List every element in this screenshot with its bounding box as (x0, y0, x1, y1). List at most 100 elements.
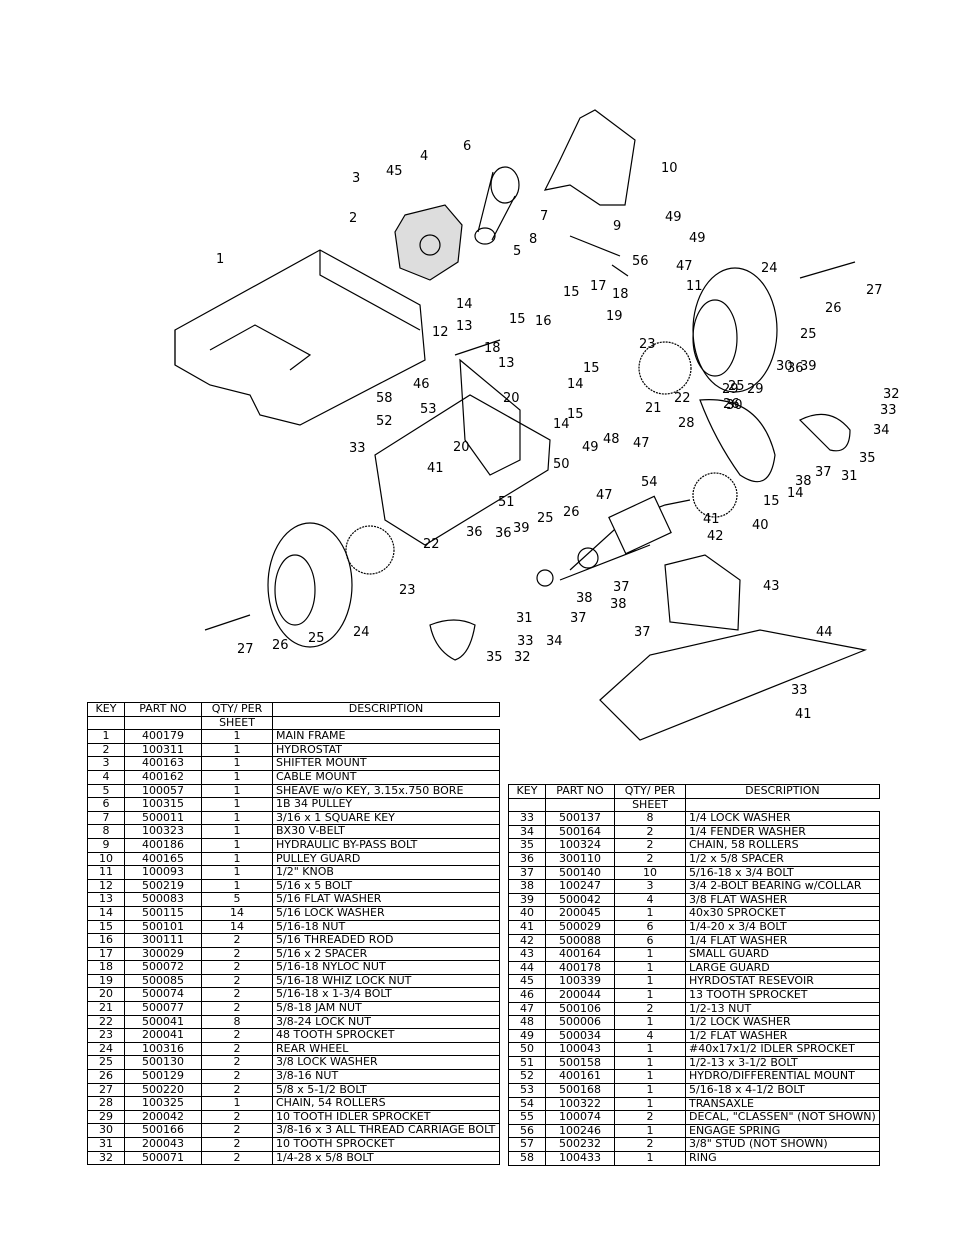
part-qty: 4 (614, 1028, 686, 1044)
callout-label: 24 (353, 625, 370, 640)
callout-label: 39 (513, 521, 530, 536)
col-qty-sub: SHEET (201, 715, 273, 731)
rear-wheel-right (692, 267, 778, 393)
callout-label: 15 (763, 494, 780, 509)
part-key: 27 (87, 1082, 125, 1098)
callout-label: 16 (535, 314, 552, 329)
part-key: 1 (87, 729, 125, 744)
part-qty: 2 (201, 1028, 273, 1043)
part-key: 32 (87, 1150, 125, 1166)
part-description: HYRDOSTAT RESEVOIR (685, 974, 880, 989)
part-description: 1/2-13 NUT (685, 1001, 880, 1017)
part-number: 100339 (545, 974, 615, 989)
part-number: 400186 (124, 837, 202, 853)
callout-label: 35 (859, 451, 876, 466)
col-description: DESCRIPTION (272, 702, 500, 717)
part-number: 100322 (545, 1096, 615, 1112)
callout-label: 45 (386, 164, 403, 179)
callout-label: 18 (612, 287, 629, 302)
col-desc-sub (686, 798, 880, 812)
callout-label: 39 (800, 359, 817, 374)
part-description: 1B 34 PULLEY (272, 797, 500, 812)
callout-label: 11 (686, 279, 703, 294)
part-key: 46 (508, 987, 546, 1003)
part-key: 4 (87, 769, 125, 785)
pulley (490, 166, 520, 204)
part-number: 400164 (545, 947, 615, 962)
part-description: 3/8 FLAT WASHER (685, 892, 880, 908)
part-description: 1/4 FLAT WASHER (685, 933, 880, 949)
callout-label: 40 (752, 518, 769, 533)
part-number: 500137 (545, 811, 615, 826)
part-qty: 1 (201, 742, 273, 758)
part-key: 15 (87, 919, 125, 935)
callout-label: 7 (540, 209, 548, 224)
part-key: 22 (87, 1014, 125, 1030)
part-description: 1/4 FENDER WASHER (685, 824, 880, 840)
table-subheader: SHEET (508, 797, 880, 813)
part-qty: 1 (201, 851, 273, 867)
part-key: 10 (87, 851, 125, 867)
part-description: 1/2 x 5/8 SPACER (685, 851, 880, 867)
part-key: 19 (87, 973, 125, 989)
parts-table-left: KEY PART NO QTY/ PER DESCRIPTION SHEET 1… (87, 702, 500, 1166)
part-qty: 6 (614, 919, 686, 935)
part-description: 1/4-20 x 3/4 BOLT (685, 919, 880, 935)
part-number: 500101 (124, 919, 202, 935)
part-qty: 2 (201, 1150, 273, 1166)
part-number: 500220 (124, 1082, 202, 1098)
callout-label: 51 (498, 495, 515, 510)
part-number: 500129 (124, 1069, 202, 1084)
callout-label: 41 (795, 707, 812, 722)
callout-label: 26 (272, 638, 289, 653)
part-qty: 1 (201, 783, 273, 799)
callout-label: 27 (866, 283, 883, 298)
callout-label: 44 (816, 625, 833, 640)
part-number: 500042 (545, 892, 615, 908)
part-number: 500085 (124, 973, 202, 989)
part-description: 5/16 FLAT WASHER (272, 892, 500, 907)
part-number: 400161 (545, 1069, 615, 1085)
part-number: 300029 (124, 946, 202, 962)
part-number: 100093 (124, 865, 202, 880)
callout-label: 37 (634, 625, 651, 640)
part-qty: 1 (614, 1096, 686, 1112)
callout-label: 1 (216, 252, 224, 267)
main-frame (174, 249, 426, 426)
callout-label: 14 (567, 377, 584, 392)
part-key: 36 (508, 851, 546, 867)
table-subheader: SHEET (87, 715, 500, 731)
part-number: 100433 (545, 1151, 615, 1166)
part-number: 500130 (124, 1055, 202, 1071)
callout-label: 10 (661, 161, 678, 176)
part-number: 200041 (124, 1028, 202, 1043)
part-description: 5/16-18 NYLOC NUT (272, 960, 500, 975)
part-qty: 1 (201, 1096, 273, 1111)
part-number: 100324 (545, 838, 615, 853)
part-key: 55 (508, 1110, 546, 1125)
part-number: 500083 (124, 892, 202, 907)
col-key-sub (87, 715, 125, 731)
part-qty: 10 (614, 865, 686, 881)
rear-wheel-left (267, 522, 353, 648)
part-description: 5/16 THREADED ROD (272, 933, 500, 948)
part-description: SHIFTER MOUNT (272, 756, 500, 771)
part-qty: 1 (201, 837, 273, 853)
part-description: 1/4-28 x 5/8 BOLT (272, 1150, 500, 1166)
callout-label: 28 (678, 416, 695, 431)
